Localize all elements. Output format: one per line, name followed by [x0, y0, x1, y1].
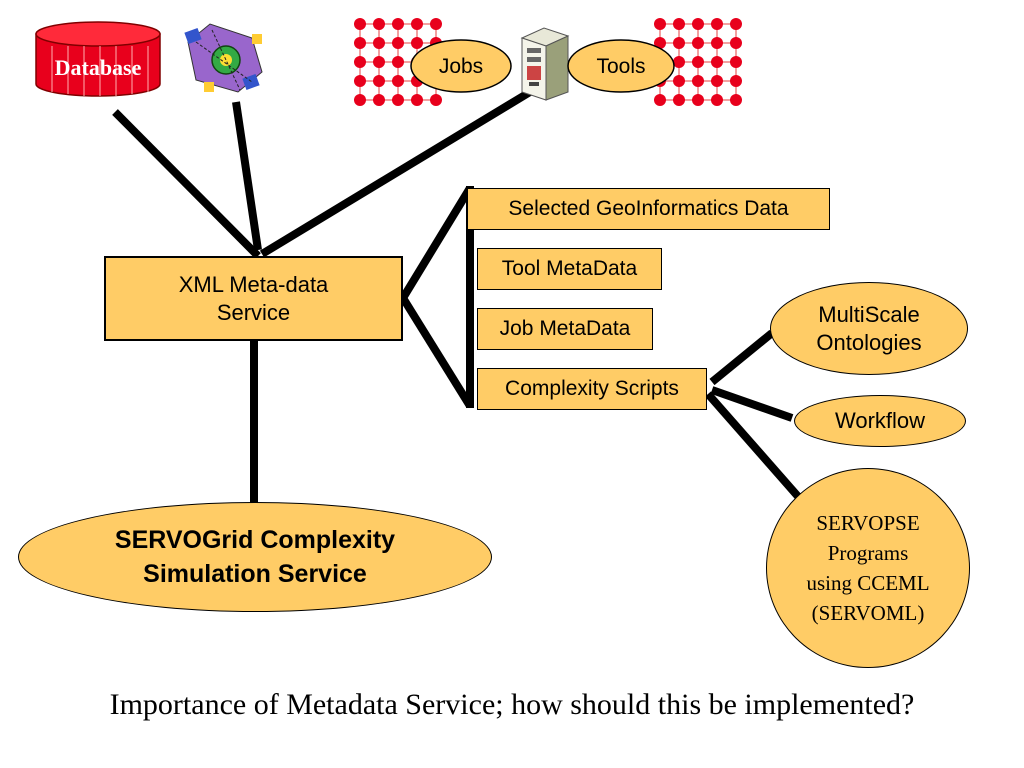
servopse-line-2: Programs — [827, 541, 909, 565]
line-xml-to-bracket-top — [399, 185, 474, 301]
geoinformatics-data-box: Selected GeoInformatics Data — [467, 188, 830, 230]
line-tools-to-xml — [259, 88, 533, 258]
xml-metadata-service-box: XML Meta-data Service — [104, 256, 403, 341]
database-cylinder-icon — [35, 21, 161, 97]
line-scripts-to-workflow — [710, 386, 794, 422]
multiscale-line-1: MultiScale — [818, 301, 920, 327]
line-xml-to-bracket-bottom — [399, 295, 474, 409]
tools-bubble: Tools — [567, 39, 675, 93]
multiscale-line-2: Ontologies — [816, 329, 922, 355]
database-label: Database — [54, 55, 142, 80]
servopse-line-3: using CCEML — [806, 571, 930, 595]
job-metadata-box: Job MetaData — [477, 308, 653, 350]
line-database-to-xml — [112, 109, 261, 259]
slide-caption: Importance of Metadata Service; how shou… — [109, 688, 915, 721]
jobs-bubble: Jobs — [410, 39, 512, 93]
server-computer-icon — [520, 27, 570, 101]
workflow-ellipse: Workflow — [794, 395, 966, 447]
jobs-label: Jobs — [439, 55, 483, 78]
line-scripts-to-servopse — [704, 391, 806, 504]
servopse-line-4: (SERVOML) — [811, 601, 925, 625]
servogrid-line-1: SERVOGrid Complexity — [114, 526, 396, 554]
servopse-line-1: SERVOPSE — [816, 511, 920, 535]
multiscale-ontologies-ellipse: MultiScale Ontologies — [770, 282, 968, 375]
line-globe-to-xml — [232, 101, 262, 251]
servopse-ellipse: SERVOPSE Programs using CCEML (SERVOML) — [766, 468, 970, 668]
servogrid-ellipse: SERVOGrid Complexity Simulation Service — [18, 502, 492, 612]
line-scripts-to-multiscale — [709, 329, 775, 386]
tool-metadata-box: Tool MetaData — [477, 248, 662, 290]
tools-label: Tools — [596, 55, 645, 78]
xml-service-line-2: Service — [216, 299, 291, 325]
complexity-scripts-box: Complexity Scripts — [477, 368, 707, 410]
xml-service-line-1: XML Meta-data — [178, 271, 329, 297]
servogrid-line-2: Simulation Service — [143, 560, 367, 588]
globe-satellite-icon — [184, 23, 263, 93]
